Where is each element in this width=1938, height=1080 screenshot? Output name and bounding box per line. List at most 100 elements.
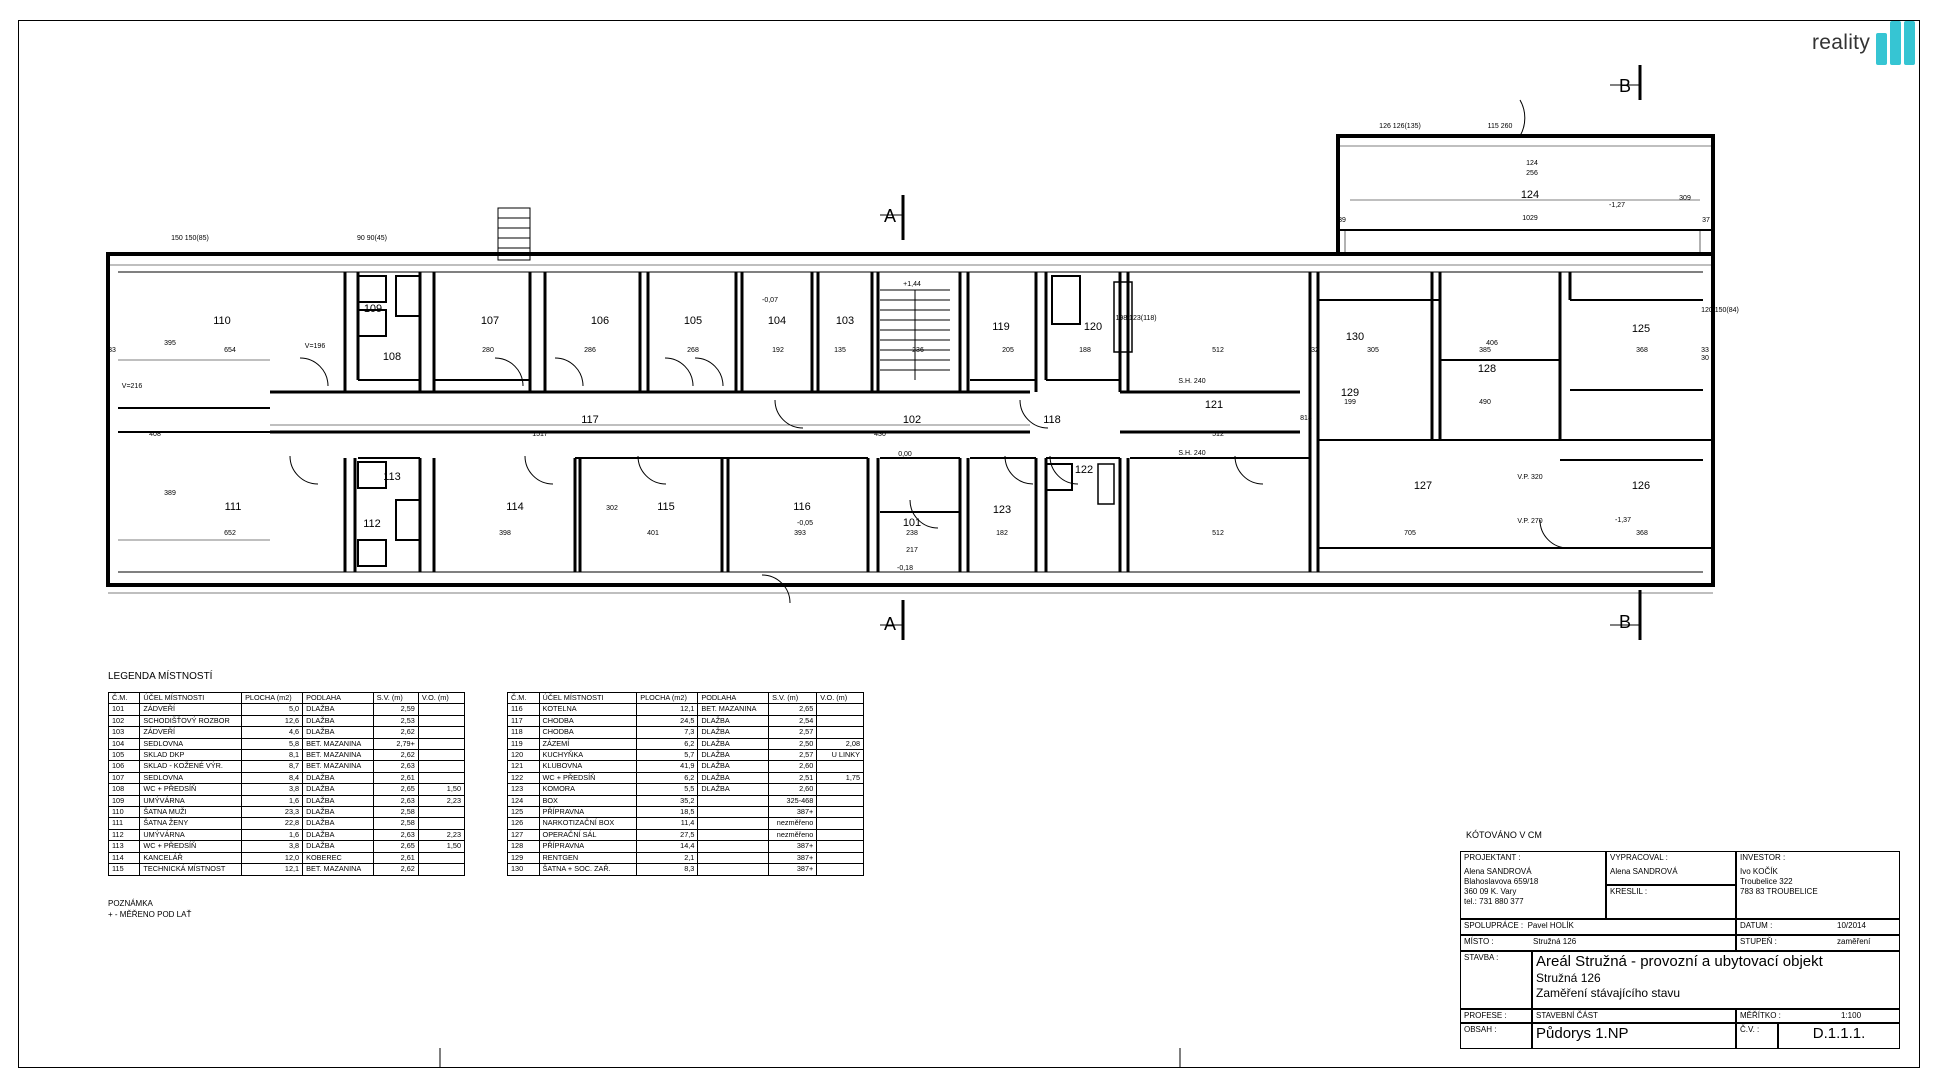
- legend-cell: 24,5: [636, 714, 699, 728]
- legend-cell: 124: [507, 794, 540, 808]
- legend-cell: BET. MAZANINA: [302, 737, 374, 751]
- legend-cell: 2,65: [372, 783, 419, 796]
- corridor-wall: [270, 390, 1300, 434]
- obsah-label-cell: OBSAH :: [1460, 1023, 1532, 1049]
- section-a-top: A: [884, 206, 896, 226]
- drawing-sheet: [18, 20, 1920, 1068]
- legend-cell: DLAŽBA: [697, 783, 770, 796]
- plan-label-d305: 305: [1367, 347, 1379, 354]
- legend-cell: BET. MAZANINA: [302, 760, 374, 773]
- plan-label-d32a: 32: [1311, 347, 1319, 354]
- plan-label-v196: V=196: [305, 343, 326, 350]
- legend-cell: 2,57: [768, 749, 818, 762]
- legend-cell: 11,4: [636, 817, 699, 830]
- legend-header-cell: PLOCHA (m2): [636, 691, 699, 705]
- legend-cell: KUCHYŇKA: [538, 749, 638, 762]
- room-label-110: 110: [213, 315, 231, 327]
- legend-cell: 14,4: [636, 840, 699, 853]
- legend-cell: DLAŽBA: [302, 794, 374, 808]
- room-label-112: 112: [363, 518, 381, 530]
- legend-cell: CHODBA: [538, 726, 638, 739]
- reality-logo: reality: [1812, 20, 1916, 66]
- plan-label-d256: 256: [1526, 170, 1538, 177]
- plan-label-d205: 205: [1002, 347, 1014, 354]
- legend-cell: 3,8: [241, 840, 304, 853]
- legend-cell: DLAŽBA: [697, 737, 770, 751]
- legend-cell: DLAŽBA: [697, 726, 770, 739]
- legend-cell: BET. MAZANINA: [302, 863, 374, 876]
- plan-label-d33b: 33: [1701, 347, 1709, 354]
- plan-label-d124: 124: [1526, 160, 1538, 167]
- legend-cell: 2,23: [417, 828, 466, 842]
- legend-cell: SKLAD - KOŽENÉ VÝR.: [139, 760, 243, 773]
- legend-cell: 22,8: [241, 817, 304, 830]
- legend-cell: DLAŽBA: [302, 806, 374, 819]
- legend-cell: 387+: [768, 806, 818, 819]
- legend-cell: 12,6: [241, 714, 304, 728]
- room-label-106: 106: [591, 315, 609, 327]
- legend-cell: 121: [507, 760, 540, 773]
- legend-cell: BET. MAZANINA: [697, 703, 770, 716]
- section-b-bottom: B: [1619, 612, 1631, 632]
- legend-cell: 5,8: [241, 737, 304, 751]
- legend-header-cell: V.O. (m): [816, 691, 864, 705]
- legend-cell: 116: [507, 703, 540, 716]
- plan-label-d33a: 33: [108, 347, 116, 354]
- plan-label-v216: V=216: [122, 383, 143, 390]
- legend-cell: [816, 851, 864, 865]
- plan-label-d120-150: 120 150(84): [1701, 307, 1739, 314]
- legend-cell: SEDLOVNA: [139, 737, 243, 751]
- legend-cell: [816, 817, 864, 830]
- datum-cell: DATUM :10/2014: [1736, 919, 1900, 935]
- legend-cell: KOBEREC: [302, 851, 374, 865]
- legend-cell: UMÝVÁRNA: [139, 828, 243, 842]
- legend-cell: 2,50: [768, 737, 818, 751]
- room-label-111: 111: [225, 501, 242, 513]
- legend-cell: 113: [107, 840, 141, 853]
- legend-cell: [816, 840, 864, 853]
- legend-cell: DLAŽBA: [302, 828, 374, 842]
- plan-label-d37: 37: [1702, 217, 1710, 224]
- stair: [880, 289, 950, 380]
- legend-cell: 2,62: [372, 863, 419, 876]
- legend-cell: nezměřeno: [768, 817, 818, 830]
- plan-label-d188: 188: [1079, 347, 1091, 354]
- legend-cell: 1,6: [241, 828, 304, 842]
- legend-cell: 2,57: [768, 726, 818, 739]
- plan-label-d408: 408: [149, 431, 161, 438]
- legend-header-cell: ÚČEL MÍSTNOSTI: [538, 691, 638, 705]
- legend-header-cell: Č.M.: [507, 691, 540, 705]
- legend-cell: WC + PŘEDSÍŇ: [139, 840, 243, 853]
- legend-cell: WC + PŘEDSÍŇ: [538, 771, 638, 785]
- legend-cell: CHODBA: [538, 714, 638, 728]
- legend-cell: 8,4: [241, 771, 304, 785]
- legend-cell: DLAŽBA: [302, 726, 374, 739]
- plan-label-vp320: V.P. 320: [1517, 474, 1542, 481]
- plan-label-d192: 192: [772, 347, 784, 354]
- legend-cell: [816, 783, 864, 796]
- legend-cell: ŠATNA ŽENY: [139, 817, 243, 830]
- legend-cell: KANCELÁŘ: [139, 851, 243, 865]
- legend-cell: 3,8: [241, 783, 304, 796]
- legend-cell: [697, 794, 770, 808]
- plan-label-sh240a: S.H. 240: [1178, 378, 1205, 385]
- legend-cell: 2,08: [816, 737, 864, 751]
- partitions-bottom: [343, 440, 1320, 572]
- legend-cell: KOTELNA: [538, 703, 638, 716]
- legend-cell: 8,3: [636, 863, 699, 876]
- stair-outside: [497, 207, 531, 261]
- plan-label-l126-level: -1,37: [1615, 517, 1631, 524]
- legend-cell: [697, 840, 770, 853]
- cv-label-cell: Č.V. :: [1736, 1023, 1778, 1049]
- room-label-126: 126: [1632, 480, 1650, 492]
- legend-cell: RENTGEN: [538, 851, 638, 865]
- room-label-125: 125: [1632, 323, 1650, 335]
